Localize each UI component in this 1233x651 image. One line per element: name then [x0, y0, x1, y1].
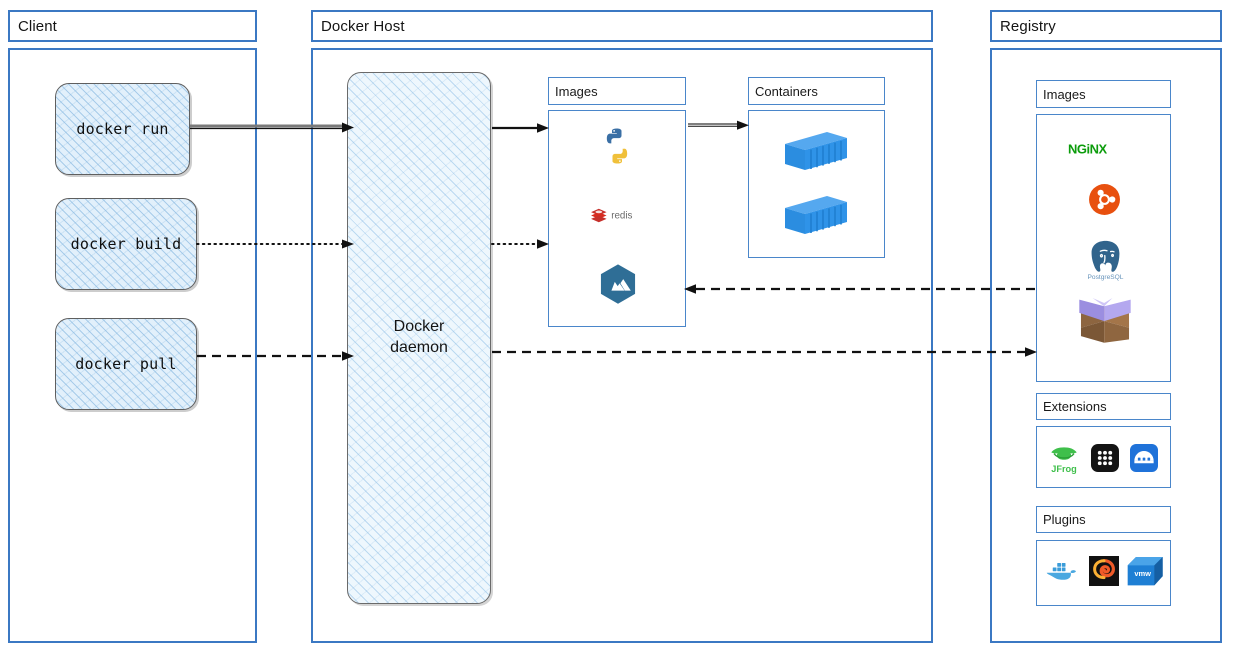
vmware-logo: vmw	[1126, 556, 1166, 588]
registry-title: Registry	[1000, 17, 1056, 35]
connector-build-to-daemon	[196, 236, 355, 252]
connector-pull-to-daemon	[197, 348, 355, 364]
docker-daemon[interactable]: Docker daemon	[347, 72, 491, 604]
registry-images-title: Images	[1043, 86, 1086, 102]
host-containers-title: Containers	[755, 83, 818, 99]
registry-plugins-title: Plugins	[1043, 512, 1086, 527]
client-header: Client	[8, 10, 257, 42]
connector-run-to-daemon	[190, 118, 355, 138]
shipping-container-icon	[783, 128, 849, 179]
host-images-title: Images	[555, 83, 598, 99]
host-images-header: Images	[548, 77, 686, 105]
command-label: docker run	[76, 120, 169, 138]
jfrog-logo: JFrog	[1047, 441, 1081, 475]
docker-host-title: Docker Host	[321, 17, 405, 35]
docker-host-header: Docker Host	[311, 10, 933, 42]
registry-extensions-title: Extensions	[1043, 399, 1107, 414]
command-label: docker build	[70, 235, 182, 253]
alpine-logo	[597, 263, 639, 305]
registry-header: Registry	[990, 10, 1222, 42]
client-title: Client	[18, 17, 57, 35]
python-logo	[597, 126, 637, 166]
grafana-logo	[1089, 556, 1119, 586]
connector-images-to-containers	[688, 117, 750, 133]
registry-images-header: Images	[1036, 80, 1171, 108]
registry-plugins-header: Plugins	[1036, 506, 1171, 533]
connector-daemon-to-images-dotted	[491, 236, 550, 252]
docker-whale-logo	[1043, 557, 1079, 587]
svg-text:vmw: vmw	[1134, 569, 1151, 578]
redis-logo: redis	[589, 203, 651, 227]
connector-daemon-to-registry	[492, 344, 1038, 360]
shipping-container-icon	[783, 192, 849, 243]
ubuntu-logo	[1088, 183, 1121, 216]
package-box-icon	[1076, 296, 1134, 348]
host-images-body	[548, 110, 686, 327]
blue-disk-icon	[1130, 444, 1158, 472]
docker-daemon-label: Docker daemon	[390, 318, 448, 356]
grid-apps-icon	[1091, 444, 1119, 472]
postgresql-logo: PostgreSQL	[1082, 238, 1129, 282]
svg-text:NGiNX: NGiNX	[1068, 141, 1107, 156]
connector-daemon-to-images	[492, 120, 550, 136]
host-containers-header: Containers	[748, 77, 885, 105]
svg-text:JFrog: JFrog	[1051, 464, 1077, 474]
command-docker-run[interactable]: docker run	[55, 83, 190, 175]
connector-registry-to-images	[684, 281, 1036, 297]
command-docker-pull[interactable]: docker pull	[55, 318, 197, 410]
command-docker-build[interactable]: docker build	[55, 198, 197, 290]
svg-text:PostgreSQL: PostgreSQL	[1088, 274, 1124, 281]
host-containers-body	[748, 110, 885, 258]
command-label: docker pull	[75, 355, 177, 373]
svg-text:redis: redis	[611, 211, 632, 222]
nginx-logo: NGiNX	[1068, 138, 1140, 160]
registry-extensions-header: Extensions	[1036, 393, 1171, 420]
